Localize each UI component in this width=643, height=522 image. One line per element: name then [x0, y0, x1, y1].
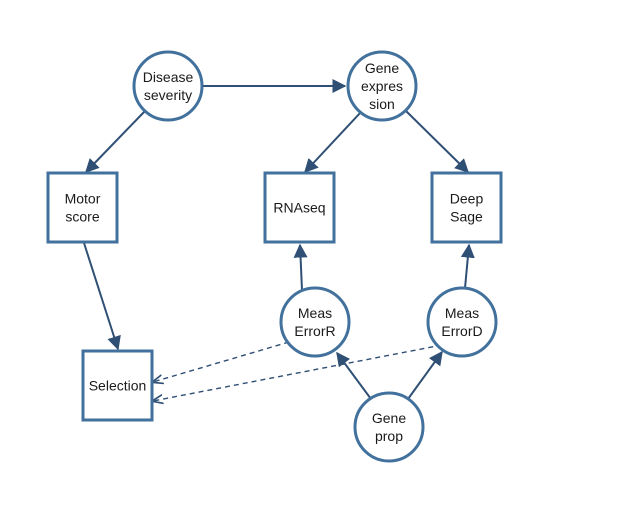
node-rnaseq: RNAseq — [263, 171, 336, 244]
edge-meas-error-d-to-selection — [153, 344, 443, 401]
node-motor-score: Motor score — [46, 171, 119, 244]
node-gene-prop-circle — [353, 391, 425, 463]
edge-meas-error-r-to-rnaseq — [293, 243, 308, 291]
node-motor-score-box — [46, 171, 119, 244]
node-disease-severity-label-line-2: severity — [144, 87, 192, 103]
node-meas-error-r-circle — [279, 286, 351, 358]
node-deep-sage-box — [430, 171, 503, 244]
edges-layer — [83, 79, 475, 401]
node-selection-box — [81, 349, 154, 422]
edge-motor-score-to-selection — [83, 242, 121, 351]
node-rnaseq-label-line-1: RNAseq — [273, 200, 325, 216]
edge-gene-expression-to-rnaseq — [304, 111, 362, 174]
node-gene-expression: Gene expres sion — [346, 50, 418, 122]
node-meas-error-d-circle — [426, 286, 498, 358]
node-meas-error-r-label-line-1: Meas — [298, 305, 332, 321]
edge-meas-error-r-to-selection — [153, 341, 290, 382]
edge-disease-severity-to-motor-score — [85, 110, 146, 174]
node-gene-expression-label-line-2: expres — [361, 78, 403, 94]
node-gene-expression-circle — [346, 50, 418, 122]
node-gene-prop: Gene prop — [353, 391, 425, 463]
node-deep-sage-label-line-2: Sage — [450, 209, 483, 225]
node-motor-score-label-line-1: Motor — [65, 191, 101, 207]
node-disease-severity-label-line-1: Disease — [143, 69, 194, 85]
node-disease-severity-circle — [132, 50, 204, 122]
node-selection-label-line-1: Selection — [89, 378, 147, 394]
node-deep-sage-label-line-1: Deep — [450, 191, 484, 207]
edge-gene-expression-to-deep-sage — [405, 110, 469, 173]
node-disease-severity: Disease severity — [132, 50, 204, 122]
node-meas-error-r-label-line-2: ErrorR — [294, 323, 335, 339]
nodes-layer: DiseaseseverityGeneexpressionMotorscoreR… — [46, 50, 503, 463]
node-meas-error-d-label-line-2: ErrorD — [441, 323, 482, 339]
edge-meas-error-d-to-deep-sage — [460, 243, 475, 289]
node-gene-prop-label-line-2: prop — [375, 428, 403, 444]
node-motor-score-label-line-2: score — [65, 209, 99, 225]
node-gene-expression-label-line-3: sion — [369, 96, 395, 112]
node-selection: Selection — [81, 349, 154, 422]
node-gene-expression-label-line-1: Gene — [365, 60, 399, 76]
node-rnaseq-box — [263, 171, 336, 244]
edge-gene-prop-to-meas-error-r — [336, 351, 372, 400]
edge-gene-prop-to-meas-error-d — [407, 350, 443, 400]
node-gene-prop-label-line-1: Gene — [372, 410, 406, 426]
node-meas-error-d-label-line-1: Meas — [445, 305, 479, 321]
